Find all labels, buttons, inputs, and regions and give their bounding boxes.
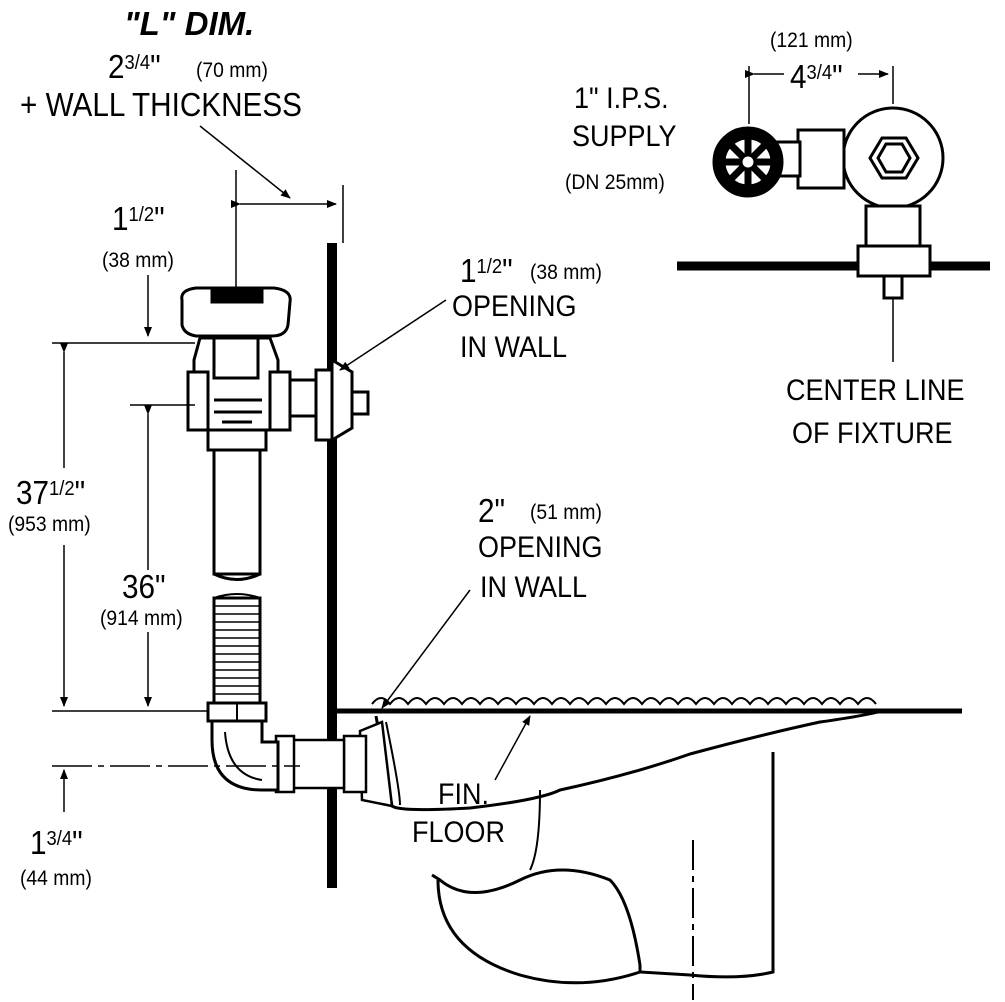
centerline-line1: CENTER LINE — [786, 374, 965, 407]
supply-opening-line1: OPENING — [452, 290, 577, 323]
spud-opening-line1: OPENING — [478, 531, 603, 564]
flush-tube — [206, 428, 268, 581]
flush-valve — [180, 286, 370, 443]
handwheel-icon — [712, 126, 784, 198]
elbow-pipe — [210, 718, 280, 792]
spud-opening-line2: IN WALL — [480, 571, 588, 604]
supply-size: 1" I.P.S. — [574, 82, 669, 115]
spud-opening-size: 2" — [478, 492, 506, 529]
total-height-metric: (953 mm) — [8, 513, 91, 536]
fin-floor-line2: FLOOR — [412, 816, 506, 849]
floor-texture — [371, 697, 877, 706]
spud-fitting — [274, 720, 394, 808]
supply-metric: (DN 25mm) — [565, 171, 665, 194]
l-dim-metric: (70 mm) — [196, 59, 268, 82]
total-height-dim: 371/2" — [16, 474, 86, 511]
centerline-line2: OF FIXTURE — [792, 417, 953, 450]
l-dim-wall-thickness: + WALL THICKNESS — [20, 86, 302, 123]
valve-top-metric: (38 mm) — [102, 249, 174, 272]
fin-floor-line1: FIN. — [438, 778, 490, 811]
urinal-bowl — [374, 708, 886, 985]
spud-opening-metric: (51 mm) — [530, 501, 602, 524]
floor-offset-dim: 13/4" — [30, 824, 83, 861]
floor-offset-metric: (44 mm) — [20, 867, 92, 890]
supply-label: SUPPLY — [572, 120, 677, 153]
l-dim-title: "L" DIM. — [124, 5, 255, 42]
supply-opening-size: 11/2" — [460, 252, 513, 289]
top-view-valve — [774, 106, 945, 300]
l-dim-value: 23/4" — [108, 48, 161, 85]
supply-opening-metric: (38 mm) — [530, 261, 602, 284]
supply-opening-line2: IN WALL — [460, 331, 568, 364]
rough-height-dim: 36" — [122, 568, 166, 605]
vacuum-breaker-tube — [206, 593, 268, 723]
top-view-metric: (121 mm) — [770, 29, 853, 52]
valve-top-dim: 11/2" — [112, 200, 165, 237]
wall — [327, 243, 337, 888]
top-view-dim: 43/4" — [790, 58, 843, 95]
rough-height-metric: (914 mm) — [100, 607, 183, 630]
